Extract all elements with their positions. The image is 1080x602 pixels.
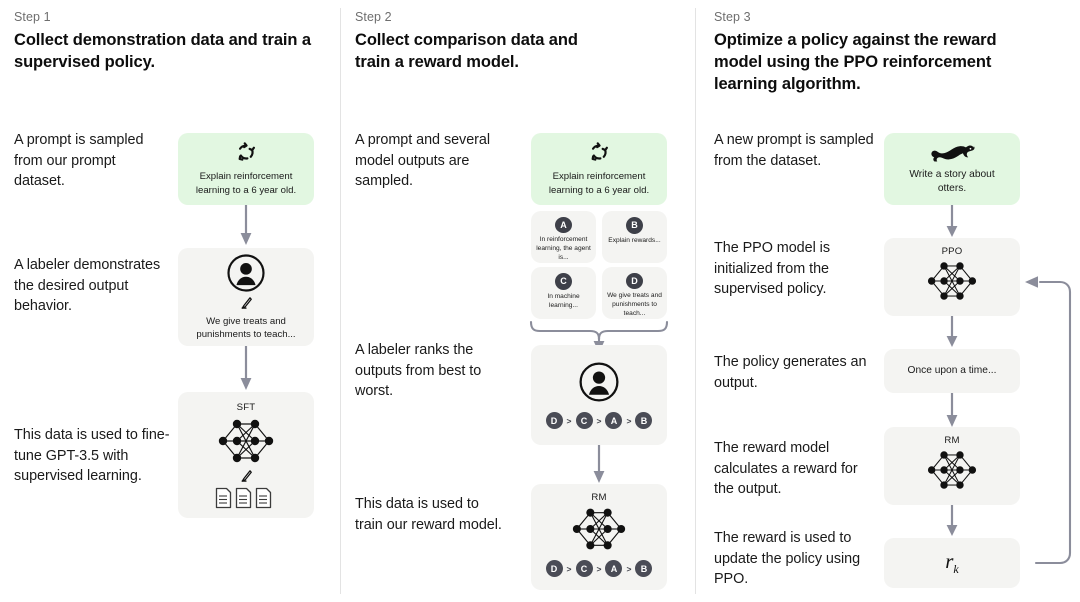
rm-rank-separator-1: > bbox=[566, 563, 572, 574]
badge-d: D bbox=[626, 273, 643, 290]
step-3-caption-2: The PPO model is initialized from the su… bbox=[714, 240, 830, 298]
step-3-prompt-text: Write a story about otters. bbox=[909, 168, 995, 194]
step-3-caption-3: The policy generates an output. bbox=[714, 354, 867, 391]
step-3-rm-card[interactable]: RM bbox=[884, 427, 1020, 505]
rm-rank-separator-3: > bbox=[626, 563, 632, 574]
rank-separator-2: > bbox=[596, 415, 602, 426]
badge-a: A bbox=[555, 217, 572, 234]
step-1-sft-label: SFT bbox=[236, 402, 256, 413]
step-2-prompt-card[interactable]: Explain reinforcement learning to a 6 ye… bbox=[531, 133, 667, 205]
step-3-feedback-loop-arrow bbox=[1016, 270, 1078, 570]
rm-rank-badge-3: A bbox=[605, 560, 623, 577]
badge-c: C bbox=[555, 273, 572, 290]
rank-badge-3: A bbox=[605, 412, 623, 429]
neural-network-icon bbox=[213, 415, 279, 467]
step-2-output-card-b[interactable]: B Explain rewards... bbox=[602, 211, 667, 263]
step-2-rm-order: D > C > A > B bbox=[545, 560, 653, 577]
rm-rank-badge-2: C bbox=[575, 560, 593, 577]
step-2-brace-connector bbox=[527, 320, 671, 354]
step-1-sft-card[interactable]: SFT bbox=[178, 392, 314, 518]
step-1-prompt-text: Explain reinforcement learning to a 6 ye… bbox=[195, 171, 297, 196]
step-3-output-card[interactable]: Once upon a time... bbox=[884, 349, 1020, 393]
step-3-ppo-card[interactable]: PPO bbox=[884, 238, 1020, 316]
step-3-arrow-3 bbox=[945, 393, 959, 429]
step-3-label: Step 3 bbox=[714, 10, 751, 24]
step-2-title: Collect comparison data and train a rewa… bbox=[355, 31, 578, 71]
step-1-label: Step 1 bbox=[14, 10, 51, 24]
reward-symbol: rk bbox=[945, 548, 959, 577]
rm-rank-separator-2: > bbox=[596, 563, 602, 574]
step-2-output-text-c: In machine learning... bbox=[547, 293, 580, 309]
step-2-caption-1: A prompt and several model outputs are s… bbox=[355, 132, 490, 190]
badge-b: B bbox=[626, 217, 643, 234]
step-3-output-text: Once upon a time... bbox=[907, 364, 997, 376]
pencil-icon bbox=[238, 295, 254, 311]
step-3-arrow-2 bbox=[945, 316, 959, 350]
step-2-ranking-order: D > C > A > B bbox=[545, 412, 653, 429]
step-3-title: Optimize a policy against the reward mod… bbox=[714, 31, 997, 93]
step-3-column: Step 3 Optimize a policy against the rew… bbox=[696, 0, 1080, 602]
step-2-caption-3: This data is used to train our reward mo… bbox=[355, 496, 502, 533]
neural-network-icon bbox=[922, 258, 982, 304]
step-2-output-text-d: We give treats and punishments to teach.… bbox=[607, 292, 662, 318]
step-1-column: Step 1 Collect demonstration data and tr… bbox=[0, 0, 340, 602]
rank-separator-1: > bbox=[566, 415, 572, 426]
step-1-arrow-1 bbox=[239, 205, 253, 247]
step-2-output-card-a[interactable]: A In reinforcement learning, the agent i… bbox=[531, 211, 596, 263]
refresh-cycle-icon bbox=[588, 141, 610, 163]
step-2-caption-2: A labeler ranks the outputs from best to… bbox=[355, 342, 482, 400]
step-1-caption-1: A prompt is sampled from our prompt data… bbox=[14, 132, 144, 190]
step-2-output-text-b: Explain rewards... bbox=[608, 237, 661, 244]
step-2-prompt-text: Explain reinforcement learning to a 6 ye… bbox=[548, 171, 650, 196]
neural-network-icon bbox=[922, 447, 982, 493]
pencil-icon bbox=[238, 468, 254, 484]
step-2-rm-label: RM bbox=[591, 492, 607, 503]
documents-icon bbox=[214, 486, 278, 510]
rank-badge-1: D bbox=[545, 412, 563, 429]
step-2-output-text-a: In reinforcement learning, the agent is.… bbox=[536, 236, 591, 262]
step-1-caption-3: This data is used to fine-tune GPT-3.5 w… bbox=[14, 427, 170, 485]
refresh-cycle-icon bbox=[235, 141, 257, 163]
otter-icon bbox=[928, 142, 976, 162]
rm-rank-badge-1: D bbox=[545, 560, 563, 577]
step-2-rm-card[interactable]: RM bbox=[531, 484, 667, 590]
step-1-prompt-card[interactable]: Explain reinforcement learning to a 6 ye… bbox=[178, 133, 314, 205]
rank-badge-2: C bbox=[575, 412, 593, 429]
step-3-caption-5: The reward is used to update the policy … bbox=[714, 530, 861, 588]
column-divider-2 bbox=[695, 8, 696, 594]
step-2-ranking-card[interactable]: D > C > A > B bbox=[531, 345, 667, 445]
step-1-arrow-2 bbox=[239, 346, 253, 392]
step-2-output-card-d[interactable]: D We give treats and punishments to teac… bbox=[602, 267, 667, 319]
step-1-labeler-text: We give treats and punishments to teach.… bbox=[196, 315, 296, 340]
step-3-arrow-1 bbox=[945, 205, 959, 239]
step-3-rm-label: RM bbox=[944, 435, 960, 446]
rm-rank-badge-4: B bbox=[635, 560, 653, 577]
neural-network-icon bbox=[566, 504, 632, 554]
step-2-column: Step 2 Collect comparison data and train… bbox=[341, 0, 695, 602]
step-3-prompt-card[interactable]: Write a story about otters. bbox=[884, 133, 1020, 205]
rank-badge-4: B bbox=[635, 412, 653, 429]
step-1-labeler-card[interactable]: We give treats and punishments to teach.… bbox=[178, 248, 314, 346]
step-1-title: Collect demonstration data and train a s… bbox=[14, 31, 311, 71]
step-3-arrow-4 bbox=[945, 505, 959, 539]
step-3-caption-4: The reward model calculates a reward for… bbox=[714, 440, 858, 498]
person-circle-icon bbox=[226, 253, 266, 293]
column-divider-1 bbox=[340, 8, 341, 594]
step-2-label: Step 2 bbox=[355, 10, 392, 24]
step-3-caption-1: A new prompt is sampled from the dataset… bbox=[714, 132, 874, 169]
step-2-arrow-2 bbox=[592, 445, 606, 485]
person-circle-icon bbox=[578, 361, 620, 403]
step-3-reward-card[interactable]: rk bbox=[884, 538, 1020, 588]
rank-separator-3: > bbox=[626, 415, 632, 426]
step-3-ppo-label: PPO bbox=[941, 246, 963, 257]
step-1-caption-2: A labeler demonstrates the desired outpu… bbox=[14, 257, 161, 315]
step-2-output-card-c[interactable]: C In machine learning... bbox=[531, 267, 596, 319]
